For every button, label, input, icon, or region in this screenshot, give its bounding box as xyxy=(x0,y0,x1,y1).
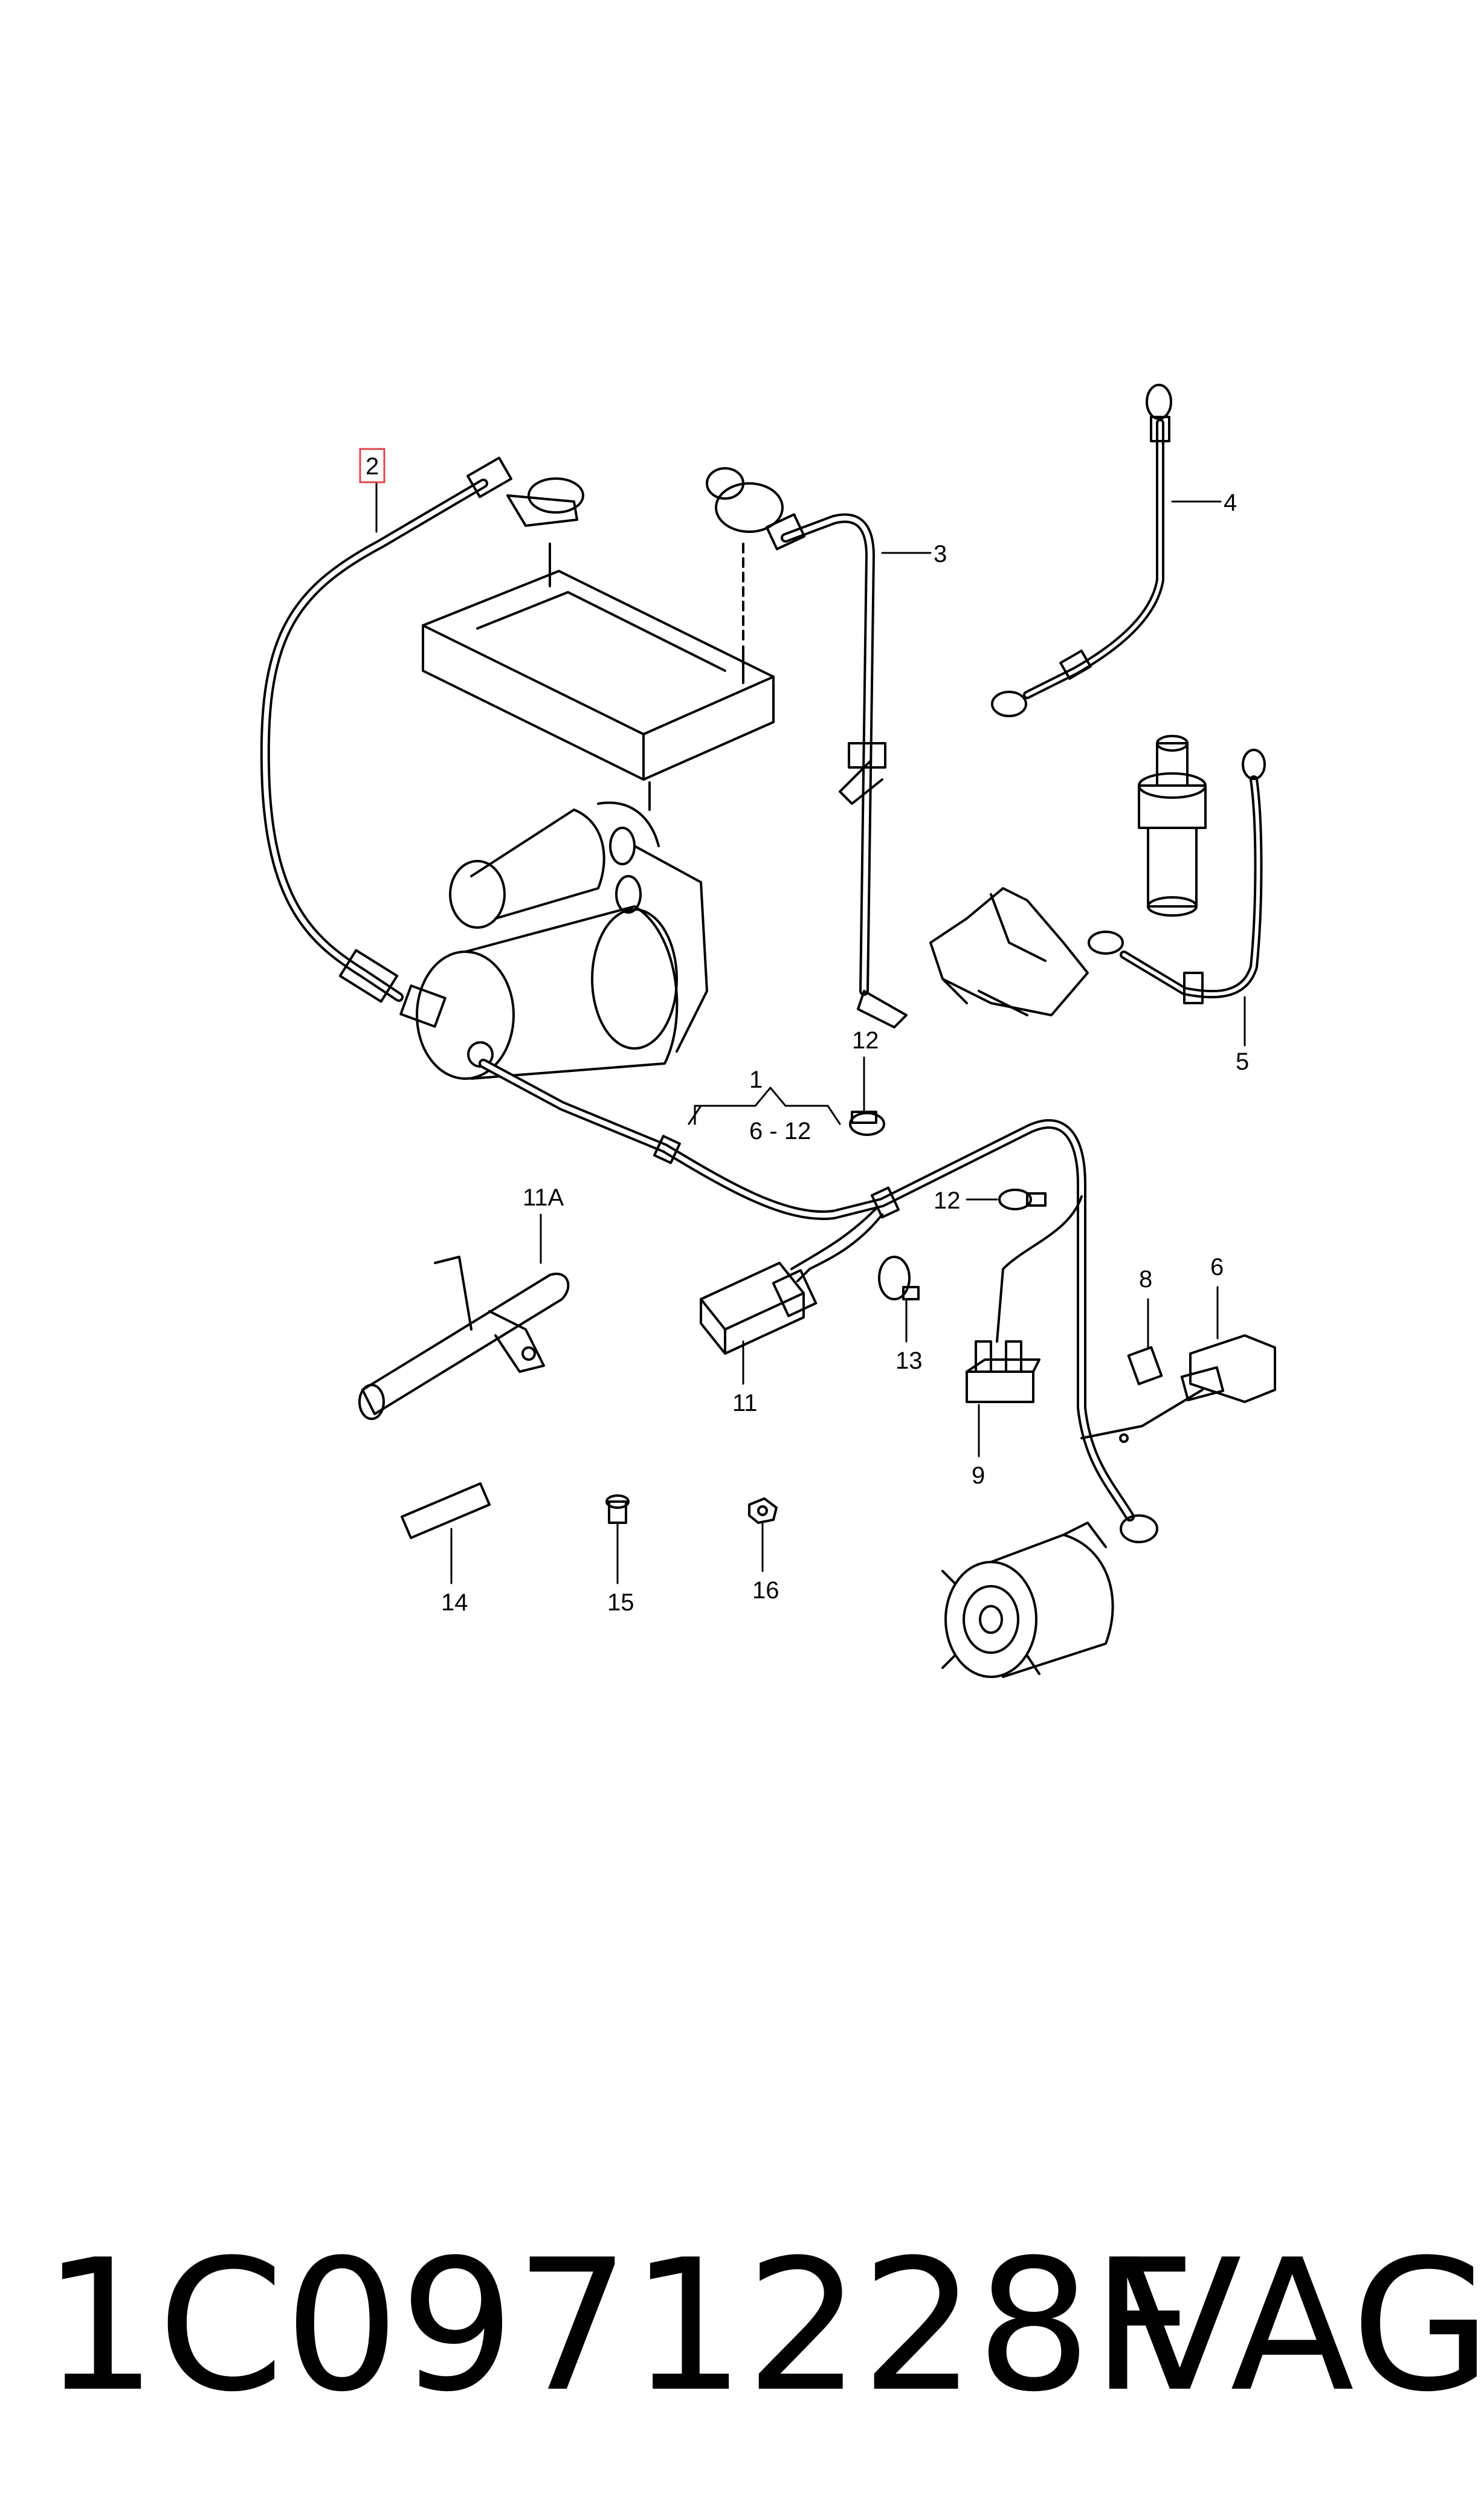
callout-9: 9 xyxy=(972,1462,985,1489)
callout-11a: 11A xyxy=(523,1184,564,1211)
callout-labels: 2 3 4 5 1 6 - 12 12 12 11A 11 13 9 8 6 1… xyxy=(366,453,1249,1616)
clip-12-top xyxy=(849,1111,885,1136)
tape-14 xyxy=(401,1482,491,1539)
callout-6: 6 xyxy=(1210,1254,1224,1280)
connector-6 xyxy=(1180,1334,1276,1403)
connector-11 xyxy=(700,1262,818,1355)
wiring-harness-1 xyxy=(479,1059,1204,1543)
ground-strap-4 xyxy=(991,384,1172,717)
starter-motor-illustration xyxy=(399,801,708,1080)
callout-11: 11 xyxy=(732,1390,758,1416)
clip-13 xyxy=(878,1256,920,1300)
callout-14: 14 xyxy=(441,1589,468,1616)
callout-8: 8 xyxy=(1139,1266,1152,1293)
callout-15: 15 xyxy=(607,1589,634,1616)
battery-cable-3 xyxy=(706,467,908,1028)
battery-cable-2 xyxy=(260,456,584,1003)
callout-12-right: 12 xyxy=(934,1187,961,1214)
alternator-illustration xyxy=(941,1522,1114,1678)
part-number: 1C0971228F xyxy=(42,2221,1196,2432)
bracket-11a xyxy=(358,1256,570,1420)
brand-label: VAG xyxy=(1118,2221,1484,2432)
callout-4: 4 xyxy=(1224,489,1237,516)
callout-12-top: 12 xyxy=(852,1027,879,1054)
callout-13: 13 xyxy=(895,1348,923,1374)
highlight-box xyxy=(359,448,386,483)
clip-12-right xyxy=(998,1189,1047,1210)
sensor-8 xyxy=(1127,1346,1163,1386)
callout-1-range: 6 - 12 xyxy=(749,1118,811,1144)
callout-3: 3 xyxy=(934,541,947,567)
callout-1: 1 xyxy=(749,1067,763,1093)
callout-16: 16 xyxy=(752,1577,779,1604)
nut-16 xyxy=(748,1497,778,1524)
leader-lines xyxy=(375,482,1246,1584)
callout-2: 2 xyxy=(366,453,379,480)
bolt-15 xyxy=(605,1494,630,1524)
connector-9 xyxy=(966,1340,1040,1403)
ignition-coil-cable-5 xyxy=(929,735,1266,1016)
battery-illustration xyxy=(422,543,775,811)
callout-5: 5 xyxy=(1236,1048,1249,1075)
